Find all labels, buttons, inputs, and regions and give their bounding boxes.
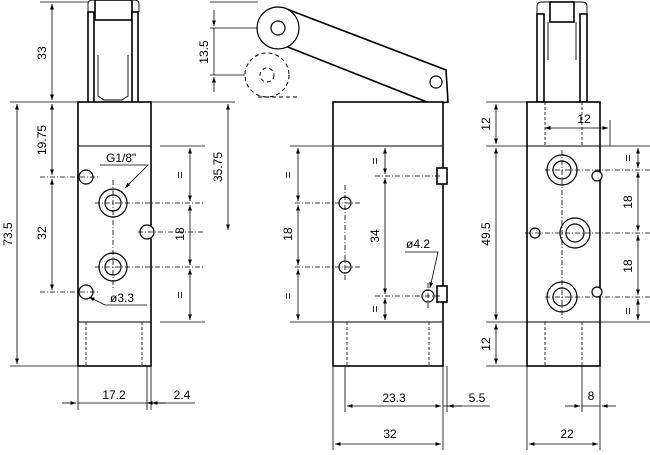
label-2-4: 2.4 — [174, 388, 191, 402]
label-33: 33 — [35, 46, 49, 60]
mounting-hole — [591, 286, 603, 298]
label-49-5: 49.5 — [479, 222, 493, 246]
label-eq: = — [173, 171, 187, 178]
label-d4-2: ø4.2 — [406, 237, 430, 251]
label-22: 22 — [560, 427, 574, 441]
d42-leader — [405, 251, 439, 289]
ghost-roller — [244, 52, 290, 98]
label-8: 8 — [588, 389, 595, 403]
label-19-75: 19.75 — [35, 125, 49, 155]
d33-leader — [88, 296, 147, 306]
middle-view: 13.5 = 18 = = 34 = ø4.2 23.3 5.5 32 — [197, 1, 490, 450]
lever-arm-right — [131, 11, 139, 105]
label-g18: G1/8" — [106, 151, 136, 165]
label-32: 32 — [383, 427, 397, 441]
lever-plunger — [97, 55, 129, 101]
roller-axle — [270, 20, 286, 36]
label-12: 12 — [479, 117, 493, 131]
lever-pivot — [429, 75, 443, 89]
label-18: 18 — [621, 195, 635, 209]
lever-arm-right — [579, 13, 588, 103]
right-view: 12 49.5 12 12 = 18 18 = 8 22 — [479, 1, 650, 450]
label-eq: = — [368, 157, 382, 164]
label-73-5: 73.5 — [1, 222, 15, 246]
ghost-axle — [259, 67, 275, 83]
label-eq: = — [281, 171, 295, 178]
label-d3-3: ø3.3 — [110, 291, 134, 305]
label-eq: = — [621, 307, 635, 314]
lever-arm-left — [87, 11, 95, 105]
label-18: 18 — [281, 227, 295, 241]
label-17-2: 17.2 — [102, 388, 126, 402]
roller-housing — [94, 0, 133, 21]
label-12: 12 — [577, 112, 591, 126]
label-5-5: 5.5 — [469, 391, 486, 405]
label-18: 18 — [621, 259, 635, 273]
label-35-75: 35.75 — [211, 152, 225, 182]
side-fitting — [436, 285, 448, 303]
roller-housing — [549, 1, 575, 23]
label-23-3: 23.3 — [382, 391, 406, 405]
left-view: 33 19.75 32 73.5 G1/8" ø3.3 = 18 = 35.75… — [1, 0, 235, 410]
label-34: 34 — [368, 229, 382, 243]
label-12: 12 — [479, 337, 493, 351]
roller-bracket-top — [87, 0, 140, 12]
label-eq: = — [621, 154, 635, 161]
mounting-hole — [591, 170, 603, 182]
label-eq: = — [368, 305, 382, 312]
lever-arm-left — [536, 13, 545, 103]
label-eq: = — [173, 291, 187, 298]
valve-body-middle — [332, 101, 444, 367]
label-13-5: 13.5 — [197, 40, 211, 64]
label-18: 18 — [173, 227, 187, 241]
g18-leader — [100, 164, 149, 189]
label-32: 32 — [35, 226, 49, 240]
label-eq: = — [281, 292, 295, 299]
